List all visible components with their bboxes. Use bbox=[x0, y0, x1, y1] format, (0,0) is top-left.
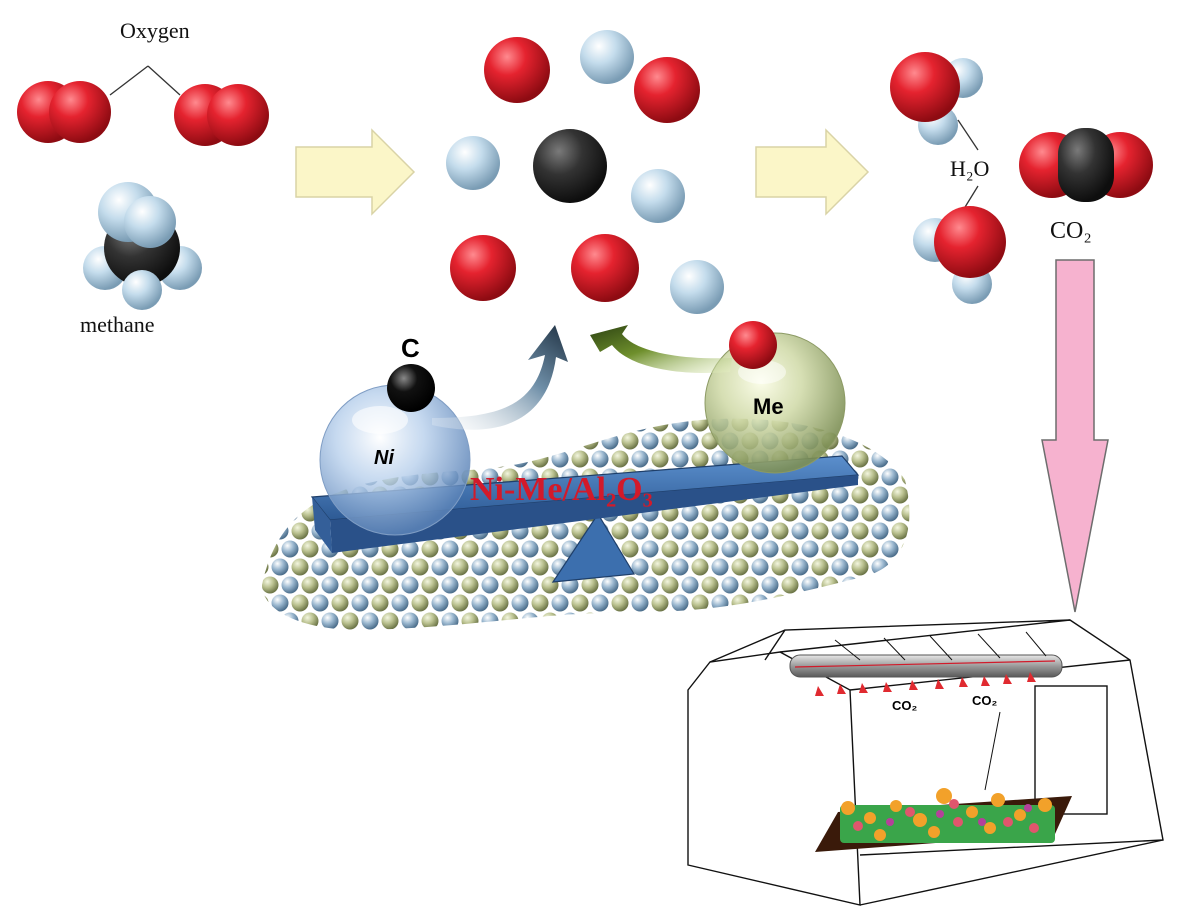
co2-molecule-icon bbox=[1019, 128, 1153, 202]
atom-cluster bbox=[446, 30, 724, 314]
methane-molecule-icon bbox=[83, 182, 202, 310]
metal-label: Me bbox=[753, 394, 784, 419]
greenhouse-icon bbox=[687, 619, 1164, 906]
process-arrow-right bbox=[755, 128, 870, 216]
hydrogen-atom bbox=[580, 30, 634, 84]
hydrogen-atom bbox=[631, 169, 685, 223]
process-arrow-left bbox=[295, 128, 416, 216]
oxygen-atom bbox=[571, 234, 639, 302]
carbon-ball bbox=[387, 364, 435, 412]
greenhouse-co2-label-1: CO₂ bbox=[892, 698, 918, 713]
oxygen-atom bbox=[450, 235, 516, 301]
curved-arrow-oxygen bbox=[590, 325, 732, 373]
oxygen-atom bbox=[484, 37, 550, 103]
flower-bed bbox=[815, 788, 1072, 852]
methane-label: methane bbox=[80, 312, 155, 337]
hydrogen-atom bbox=[446, 136, 500, 190]
carbon-atom bbox=[533, 129, 607, 203]
o2-molecule-icon bbox=[17, 65, 269, 146]
metal-sphere bbox=[704, 332, 846, 474]
hydrogen-atom bbox=[670, 260, 724, 314]
pink-down-arrow bbox=[1041, 259, 1109, 613]
co2-pipe bbox=[789, 631, 1063, 678]
oxygen-ball bbox=[729, 321, 777, 369]
co2-pointer bbox=[984, 711, 1001, 791]
oxygen-label: Oxygen bbox=[120, 18, 190, 43]
nickel-label: Ni bbox=[374, 447, 394, 469]
catalyst-label: Ni-Me/Al₂O₃ bbox=[470, 471, 653, 508]
co2-label: CO₂ bbox=[1050, 218, 1092, 244]
h2o-label: H₂O bbox=[950, 156, 989, 181]
co2-release-drops bbox=[815, 672, 1036, 696]
nickel-sphere bbox=[319, 384, 471, 536]
greenhouse-co2-label-2: CO₂ bbox=[972, 693, 998, 708]
curved-arrow-carbon bbox=[432, 325, 568, 430]
oxygen-atom bbox=[634, 57, 700, 123]
h2o-molecule-icon bbox=[890, 52, 1006, 304]
carbon-label: C bbox=[401, 333, 420, 363]
